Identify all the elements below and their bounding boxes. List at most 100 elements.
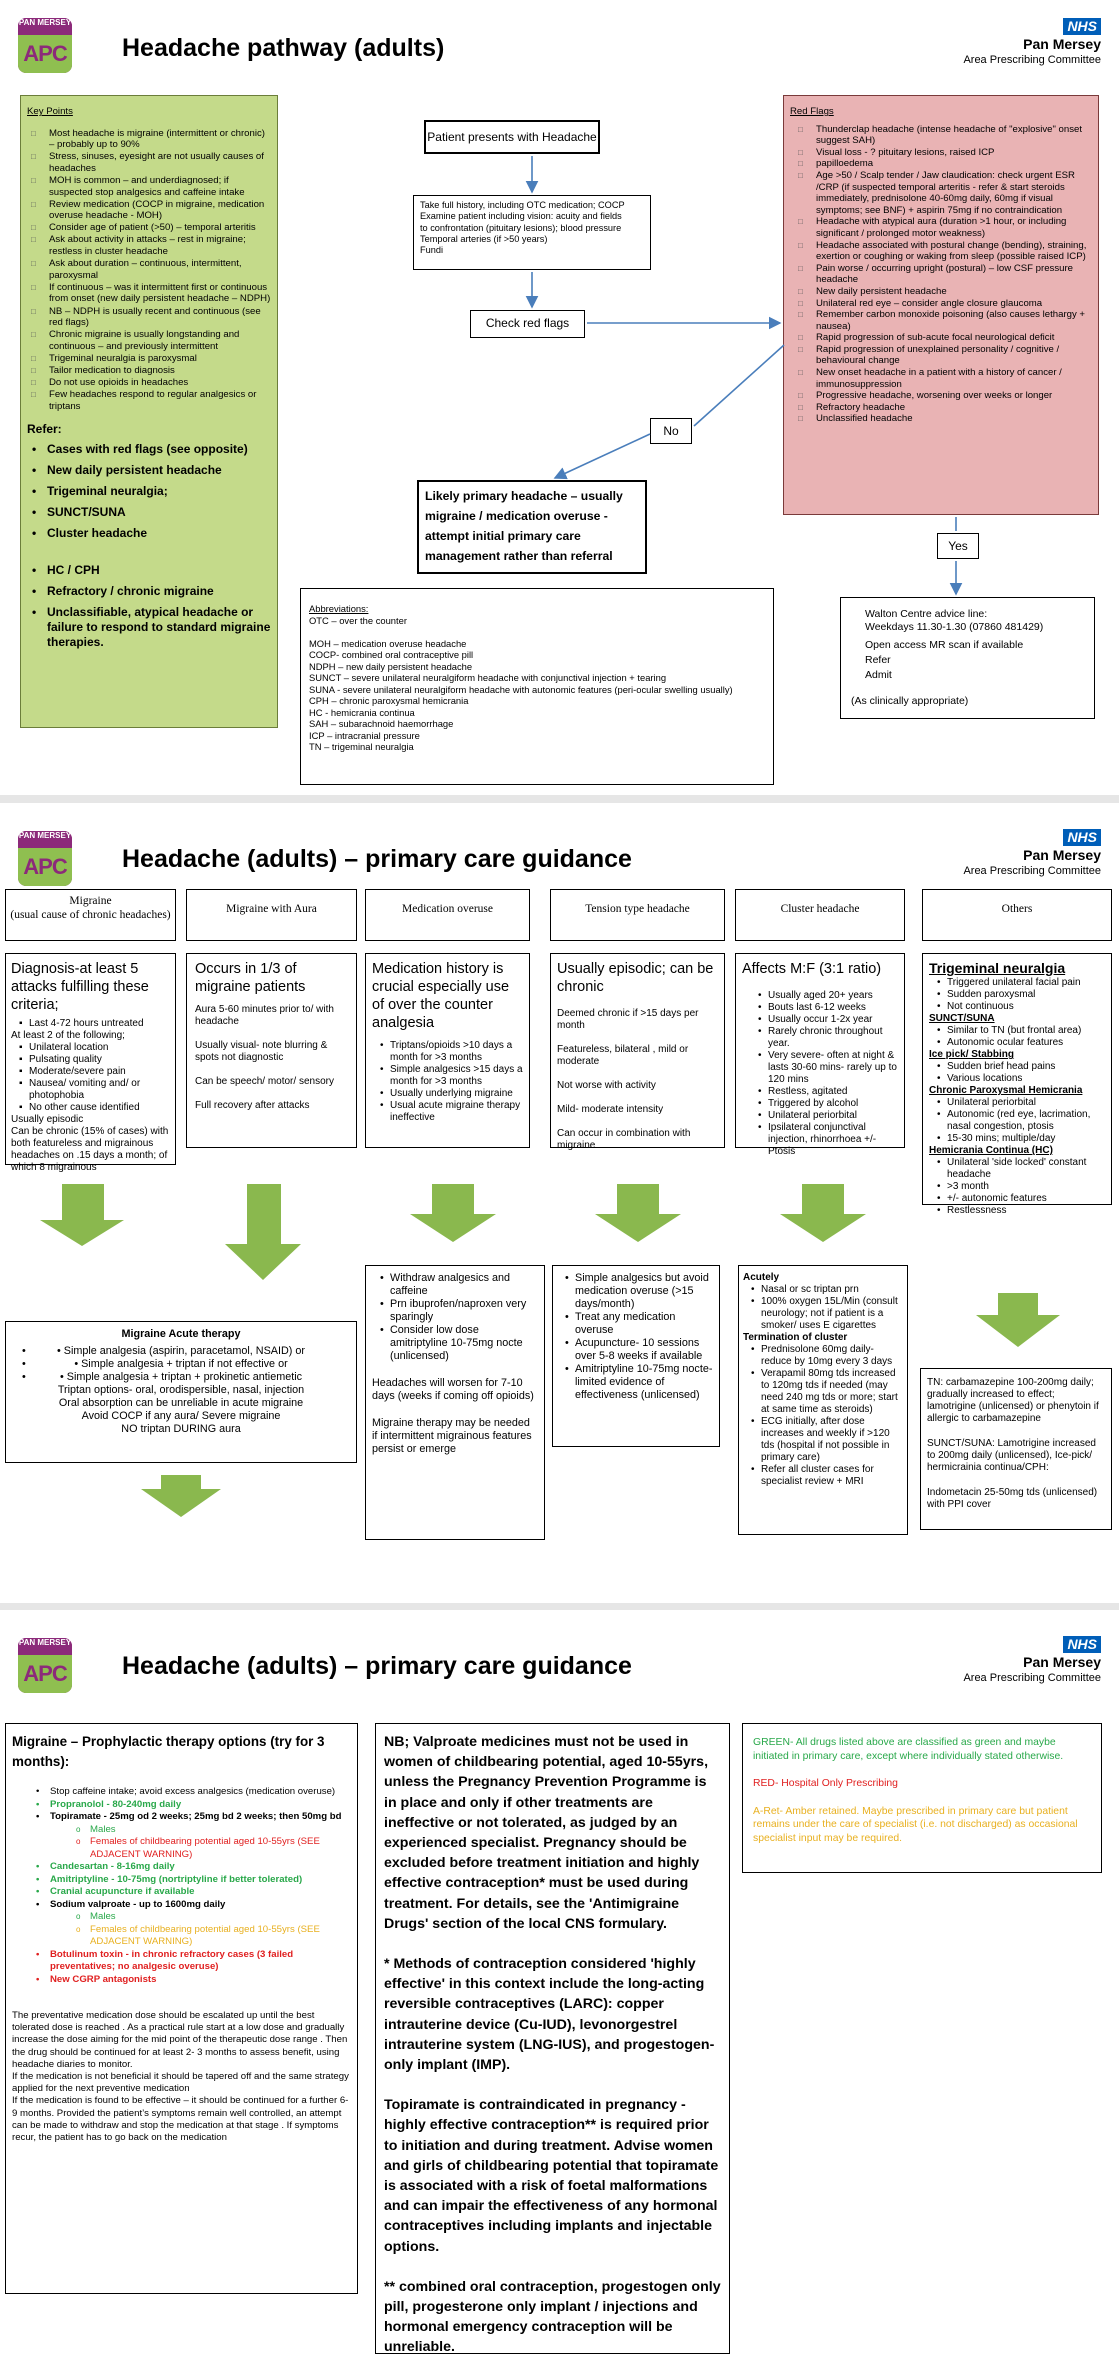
others-mgmt-indo: Indometacin 25-50mg tds (unlicensed) wit…	[927, 1487, 1098, 1510]
prophylaxis-item: Topiramate - 25mg od 2 weeks; 25mg bd 2 …	[12, 1811, 351, 1824]
red-flag-item: Pain worse / occurring upright (postural…	[790, 263, 1092, 286]
key-point-item: Chronic migraine is usually longstanding…	[27, 329, 271, 352]
acute-line: Avoid COCP if any aura/ Severe migraine	[81, 1410, 281, 1422]
cluster-list: Usually aged 20+ yearsBouts last 6-12 we…	[742, 990, 898, 1158]
column-header-label: Medication overuse	[401, 903, 493, 915]
key-point-item: Tailor medication to diagnosis	[27, 365, 271, 377]
overuse-mgmt-item: Prn ibuprofen/naproxen very sparingly	[372, 1298, 538, 1324]
hc-list: Unilateral 'side locked' constant headac…	[929, 1157, 1105, 1217]
flow-arrows	[525, 156, 963, 596]
walton-option: Admit	[865, 669, 892, 681]
primary-headache-box: Likely primary headache – usually migrai…	[417, 480, 647, 574]
migraine-line: At least 2 of the following;	[11, 1030, 125, 1041]
cluster-item: Very severe- often at night & lasts 30-6…	[750, 1050, 898, 1086]
acute-item: • Simple analgesia + triptan + prokineti…	[14, 1371, 348, 1384]
overuse-mgmt-item: Consider low dose amitriptyline 10-75mg …	[372, 1324, 538, 1363]
overuse-item: Simple analgesics >15 days a month for >…	[372, 1064, 523, 1088]
abbreviations-box: Abbreviations:OTC – over the counter MOH…	[300, 588, 774, 785]
ice-list: Sudden brief head painsVarious locations	[929, 1061, 1105, 1085]
cluster-item: Ipsilateral conjunctival injection, rhin…	[750, 1122, 898, 1158]
warning-paragraph-1: NB; Valproate medicines must not be used…	[384, 1734, 709, 1932]
hc-item: +/- autonomic features	[929, 1193, 1105, 1205]
green-legend: GREEN- All drugs listed above are classi…	[753, 1737, 1064, 1762]
acute-line: Triptan options- oral, orodispersible, n…	[57, 1384, 305, 1396]
column-header: Cluster headache	[735, 889, 905, 941]
walton-option: Open access MR scan if available	[865, 639, 1024, 651]
cluster-item: Rarely chronic throughout year.	[750, 1026, 898, 1050]
traffic-light-legend: GREEN- All drugs listed above are classi…	[742, 1723, 1102, 1873]
tension-line: Can occur in combination with migraine	[557, 1128, 691, 1151]
prophylaxis-item: New CGRP antagonists	[12, 1974, 351, 1987]
hc-item: Unilateral 'side locked' constant headac…	[929, 1157, 1105, 1181]
refer-item: New daily persistent headache	[27, 463, 271, 478]
key-point-item: Trigeminal neuralgia is paroxysmal	[27, 353, 271, 365]
walton-centre-box: Walton Centre advice line:Weekdays 11.30…	[840, 597, 1095, 719]
migraine-features-item: Unilateral location	[11, 1042, 170, 1054]
acute-heading: Migraine Acute therapy	[121, 1328, 241, 1340]
abbr-item: HC - hemicrania continua	[309, 706, 415, 718]
prophylaxis-item: Candesartan - 8-16mg daily	[12, 1861, 351, 1874]
cluster-acute-list: Nasal or sc triptan prn100% oxygen 15L/M…	[743, 1284, 903, 1332]
cluster-acute-item: 100% oxygen 15L/Min (consult neurology; …	[743, 1296, 903, 1332]
abbr-item: COCP- combined oral contraceptive pill	[309, 649, 474, 660]
red-flag-item: Refractory headache	[790, 402, 1092, 414]
red-flag-item: Unilateral red eye – consider angle clos…	[790, 298, 1092, 310]
key-point-item: MOH is common – and underdiagnosed; if s…	[27, 175, 271, 198]
migraine-features-item: Pulsating quality	[11, 1054, 170, 1066]
key-points-list: Most headache is migraine (intermittent …	[27, 128, 271, 413]
tension-lead: Usually episodic; can be chronic	[557, 961, 714, 995]
overuse-lead: Medication history is crucial especially…	[372, 961, 510, 1031]
column-header-label: Tension type headache	[585, 903, 690, 915]
tension-mgmt-list: Simple analgesics but avoid medication o…	[557, 1272, 715, 1402]
sunct-heading: SUNCT/SUNA	[929, 1013, 995, 1024]
prophylaxis-item: Cranial acupuncture if available	[12, 1886, 351, 1899]
key-point-item: Stress, sinuses, eyesight are not usuall…	[27, 151, 271, 174]
termination-heading: Termination of cluster	[743, 1332, 848, 1343]
key-point-item: Ask about duration – continuous, intermi…	[27, 258, 271, 281]
hc-heading: Hemicrania Continua (HC)	[929, 1145, 1053, 1156]
acute-line: Oral absorption can be unreliable in acu…	[58, 1397, 304, 1409]
overuse-box: Medication history is crucial especially…	[365, 953, 530, 1148]
overuse-mgmt-list: Withdraw analgesics and caffeinePrn ibup…	[372, 1272, 538, 1363]
page-title: Headache pathway (adults)	[122, 34, 445, 62]
tension-mgmt-item: Amitriptyline 10-75mg nocte- limited evi…	[557, 1363, 715, 1402]
column-header: Migraine with Aura	[186, 889, 357, 941]
tn-list: Triggered unilateral facial painSudden p…	[929, 977, 1105, 1013]
red-flag-item: Unclassified headache	[790, 413, 1092, 425]
cluster-termination-item: Verapamil 80mg tds increased to 120mg td…	[743, 1368, 903, 1416]
others-management-box: TN: carbamazepine 100-200mg daily; gradu…	[920, 1368, 1112, 1530]
acutely-heading: Acutely	[743, 1272, 780, 1283]
red-flags-panel: Red Flags Thunderclap headache (intense …	[783, 95, 1099, 515]
yes-box: Yes	[937, 533, 979, 559]
no-box: No	[650, 418, 692, 444]
red-flag-item: Visual loss - ? pituitary lesions, raise…	[790, 147, 1092, 159]
warning-paragraph-4: ** combined oral contraception, progesto…	[384, 2278, 721, 2354]
walton-option: Refer	[865, 654, 891, 666]
acute-therapy-box: Migraine Acute therapy • Simple analgesia…	[5, 1321, 357, 1463]
red-flags-list: Thunderclap headache (intense headache o…	[790, 124, 1092, 425]
tension-mgmt-item: Simple analgesics but avoid medication o…	[557, 1272, 715, 1311]
tn-heading: Trigeminal neuralgia	[929, 960, 1066, 976]
cph-heading: Chronic Paroxysmal Hemicrania	[929, 1085, 1083, 1096]
refer-item: Trigeminal neuralgia;	[27, 484, 271, 499]
refer-item: Refractory / chronic migraine	[27, 584, 271, 599]
abbr-item: NDPH – new daily persistent headache	[309, 660, 473, 672]
column-header-label: Others	[1001, 903, 1033, 915]
migraine-features-item: Nausea/ vomiting and/ or photophobia	[11, 1078, 170, 1102]
key-point-item: Do not use opioids in headaches	[27, 377, 271, 389]
warning-paragraph-3: Topiramate is contraindicated in pregnan…	[384, 2097, 719, 2255]
column-header: Tension type headache	[550, 889, 725, 941]
patient-presents-box: Patient presents with Headache	[424, 120, 600, 154]
page-2: PAN MERSEY APC Headache (adults) – prima…	[0, 803, 1119, 1603]
amber-legend: A-Ret- Amber retained. Maybe prescribed …	[753, 1805, 1078, 1844]
red-flag-item: New onset headache in a patient with a h…	[790, 367, 1092, 390]
ice-item: Various locations	[929, 1073, 1105, 1085]
ice-item: Sudden brief head pains	[929, 1061, 1105, 1073]
prophylaxis-item: Propranolol - 80-240mg daily	[12, 1799, 351, 1812]
ice-heading: Ice pick/ Stabbing	[929, 1049, 1015, 1060]
history-line: Examine patient including vision: acuity…	[420, 211, 622, 222]
key-point-item: Most headache is migraine (intermittent …	[27, 128, 271, 151]
green-arrows	[40, 1184, 1060, 1517]
